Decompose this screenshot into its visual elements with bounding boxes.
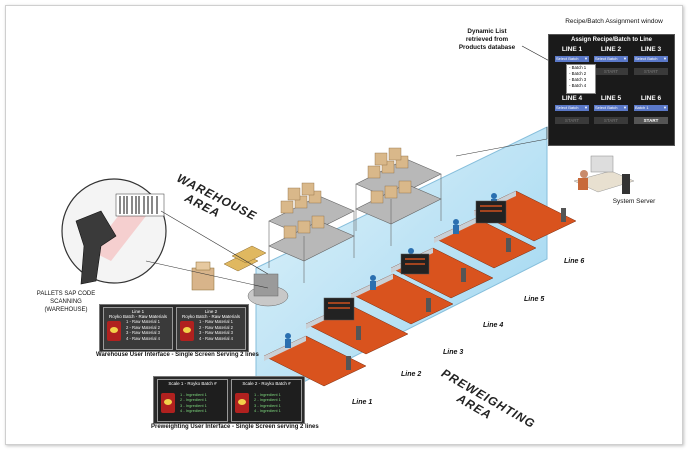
production-lines — [263, 190, 577, 387]
line-2-label: LINE 2 — [600, 46, 622, 53]
line-3-tag: Line 3 — [443, 349, 464, 356]
product-can-icon — [161, 393, 175, 413]
boxes-2 — [367, 147, 412, 204]
dropdown-item[interactable]: - Batch 4 — [569, 83, 587, 88]
product-can-icon — [235, 393, 249, 413]
preweighting-ui-caption: Preweighting User Interface - Single Scr… — [151, 424, 319, 430]
line-5-label: LINE 5 — [600, 95, 622, 102]
pallets — [191, 245, 267, 291]
line-2-batch-select[interactable]: Select Batch — [594, 56, 628, 62]
line-5-batch-select[interactable]: Select Batch — [594, 105, 628, 111]
scale-2-card: Scale 2 - Royko Batch # 1 - Ingredient 1… — [231, 379, 302, 422]
line-6-batch-select[interactable]: Batch 1 — [634, 105, 668, 111]
dropdown-item[interactable]: - Batch 2 — [569, 71, 587, 76]
line-4-batch-select[interactable]: Select Batch — [555, 105, 589, 111]
dynamic-list-note: Dynamic List retrieved from Products dat… — [458, 28, 516, 51]
line-2-start-button[interactable]: START — [594, 68, 628, 75]
diagram-frame: Recipe/Batch Assignment window Assign Re… — [5, 5, 683, 445]
barcode-scanner-illustration — [61, 178, 269, 289]
line-6-label: LINE 6 — [640, 95, 662, 102]
line-4-tag: Line 4 — [483, 322, 504, 329]
line-4-label: LINE 4 — [561, 95, 583, 102]
line-6-tag: Line 6 — [564, 258, 585, 265]
boxes-1 — [280, 182, 325, 239]
preweighting-ui-panel: Scale 1 - Royko Batch # 1 - Ingredient 1… — [153, 376, 305, 424]
line-3-label: LINE 3 — [640, 46, 662, 53]
product-can-icon — [180, 321, 194, 341]
scanner-label: PALLETS SAP CODE SCANNING (WAREHOUSE) — [36, 291, 96, 313]
scanner-station — [247, 273, 289, 307]
server-desk — [573, 155, 635, 194]
scale-1-card: Scale 1 - Royko Batch # 1 - Ingredient 1… — [157, 379, 228, 422]
line-5-start-button[interactable]: START — [594, 117, 628, 124]
warehouse-ui-caption: Warehouse User Interface - Single Screen… — [96, 352, 259, 358]
line-5-tag: Line 5 — [524, 296, 545, 303]
line-3-conveyor — [350, 273, 454, 325]
batch-dropdown-list[interactable]: - Batch 1 - Batch 2 - Batch 3 - Batch 4 — [566, 64, 596, 94]
recipe-window-title: Recipe/Batch Assignment window — [565, 18, 663, 25]
line-3-start-button[interactable]: START — [634, 68, 668, 75]
system-server-label: System Server — [612, 198, 656, 205]
line-2-tag: Line 2 — [401, 371, 422, 378]
dropdown-item[interactable]: - Batch 3 — [569, 77, 587, 82]
line-1-label: LINE 1 — [561, 46, 583, 53]
factory-scene — [61, 45, 635, 407]
recipe-window-header: Assign Recipe/Batch to Line — [570, 37, 652, 43]
product-can-icon — [107, 321, 121, 341]
line-5-conveyor — [433, 217, 537, 269]
line-3-batch-select[interactable]: Select Batch — [634, 56, 668, 62]
line-1-batch-select[interactable]: Select Batch — [555, 56, 589, 62]
line-4-start-button[interactable]: START — [555, 117, 589, 124]
line-1-tag: Line 1 — [352, 399, 373, 406]
line-6-start-button[interactable]: START — [634, 117, 668, 124]
dropdown-item[interactable]: - Batch 1 — [569, 65, 587, 70]
